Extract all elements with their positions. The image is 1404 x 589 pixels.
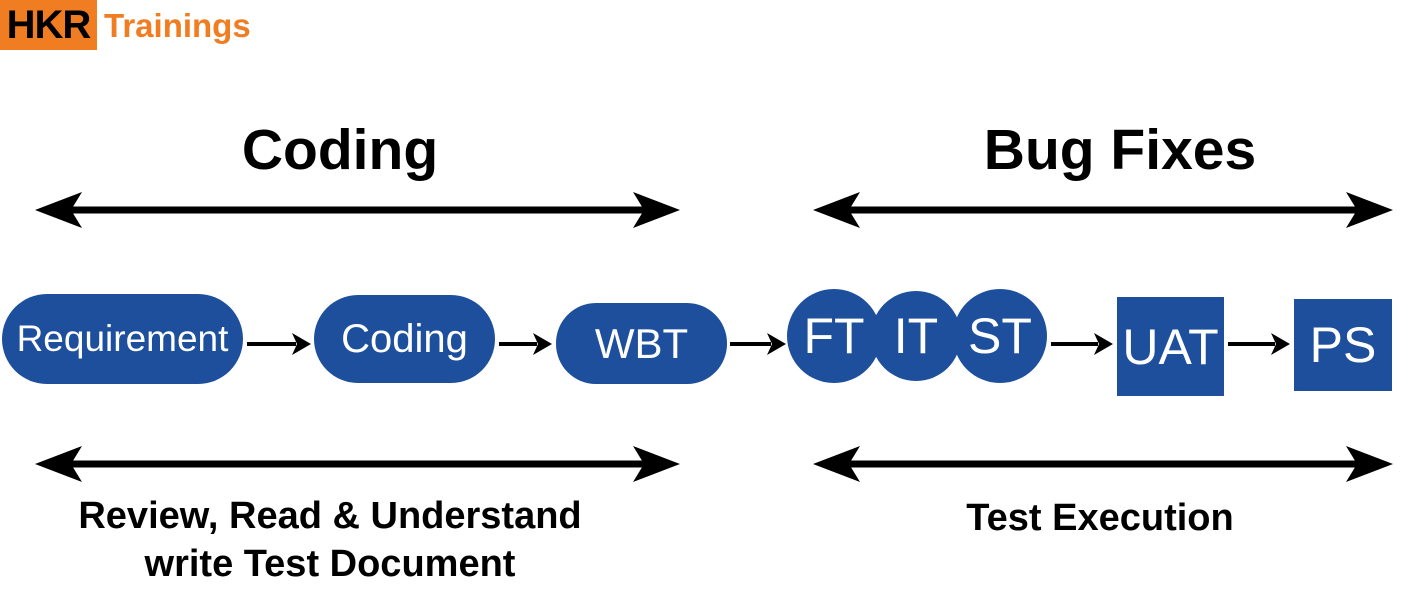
label-test-execution: Test Execution xyxy=(966,497,1234,539)
double-arrow-bugfixes-span xyxy=(813,192,1393,228)
node-requirement-label: Requirement xyxy=(16,318,229,359)
node-wbt: WBT xyxy=(556,303,727,384)
double-arrow-test-execution-span xyxy=(813,446,1393,482)
node-uat: UAT xyxy=(1117,297,1224,396)
node-it: IT xyxy=(871,291,961,381)
logo-brand-text: Trainings xyxy=(104,7,251,44)
node-ft: FT xyxy=(787,289,881,383)
node-requirement: Requirement xyxy=(2,294,243,384)
node-coding: Coding xyxy=(314,295,495,383)
phase-label-bug-fixes: Bug Fixes xyxy=(983,118,1257,182)
flow-arrow-uat-to-ps xyxy=(1228,333,1290,355)
label-review-read-understand: Review, Read & Understand write Test Doc… xyxy=(0,492,660,588)
node-ps: PS xyxy=(1294,299,1392,391)
flow-arrow-coding-to-wbt xyxy=(499,333,552,355)
label-review-line1: Review, Read & Understand xyxy=(78,495,582,537)
node-uat-label: UAT xyxy=(1122,318,1219,375)
double-arrow-review-span xyxy=(35,446,680,482)
node-ft-label: FT xyxy=(803,308,865,364)
node-wbt-label: WBT xyxy=(594,319,689,367)
node-it-label: IT xyxy=(893,308,939,364)
double-arrow-coding-span xyxy=(35,192,680,228)
node-coding-label: Coding xyxy=(341,316,468,361)
flow-arrow-st-to-uat xyxy=(1051,333,1113,355)
node-st-label: ST xyxy=(968,308,1032,364)
node-ps-label: PS xyxy=(1309,317,1377,373)
label-review-line2: write Test Document xyxy=(144,543,516,585)
logo-box-text: HKR xyxy=(6,2,92,47)
node-st: ST xyxy=(953,289,1047,383)
flow-arrow-requirement-to-coding xyxy=(247,333,311,355)
flow-arrow-wbt-to-ft xyxy=(730,333,786,355)
logo-box: HKR xyxy=(0,0,97,50)
phase-label-coding: Coding xyxy=(241,118,439,182)
